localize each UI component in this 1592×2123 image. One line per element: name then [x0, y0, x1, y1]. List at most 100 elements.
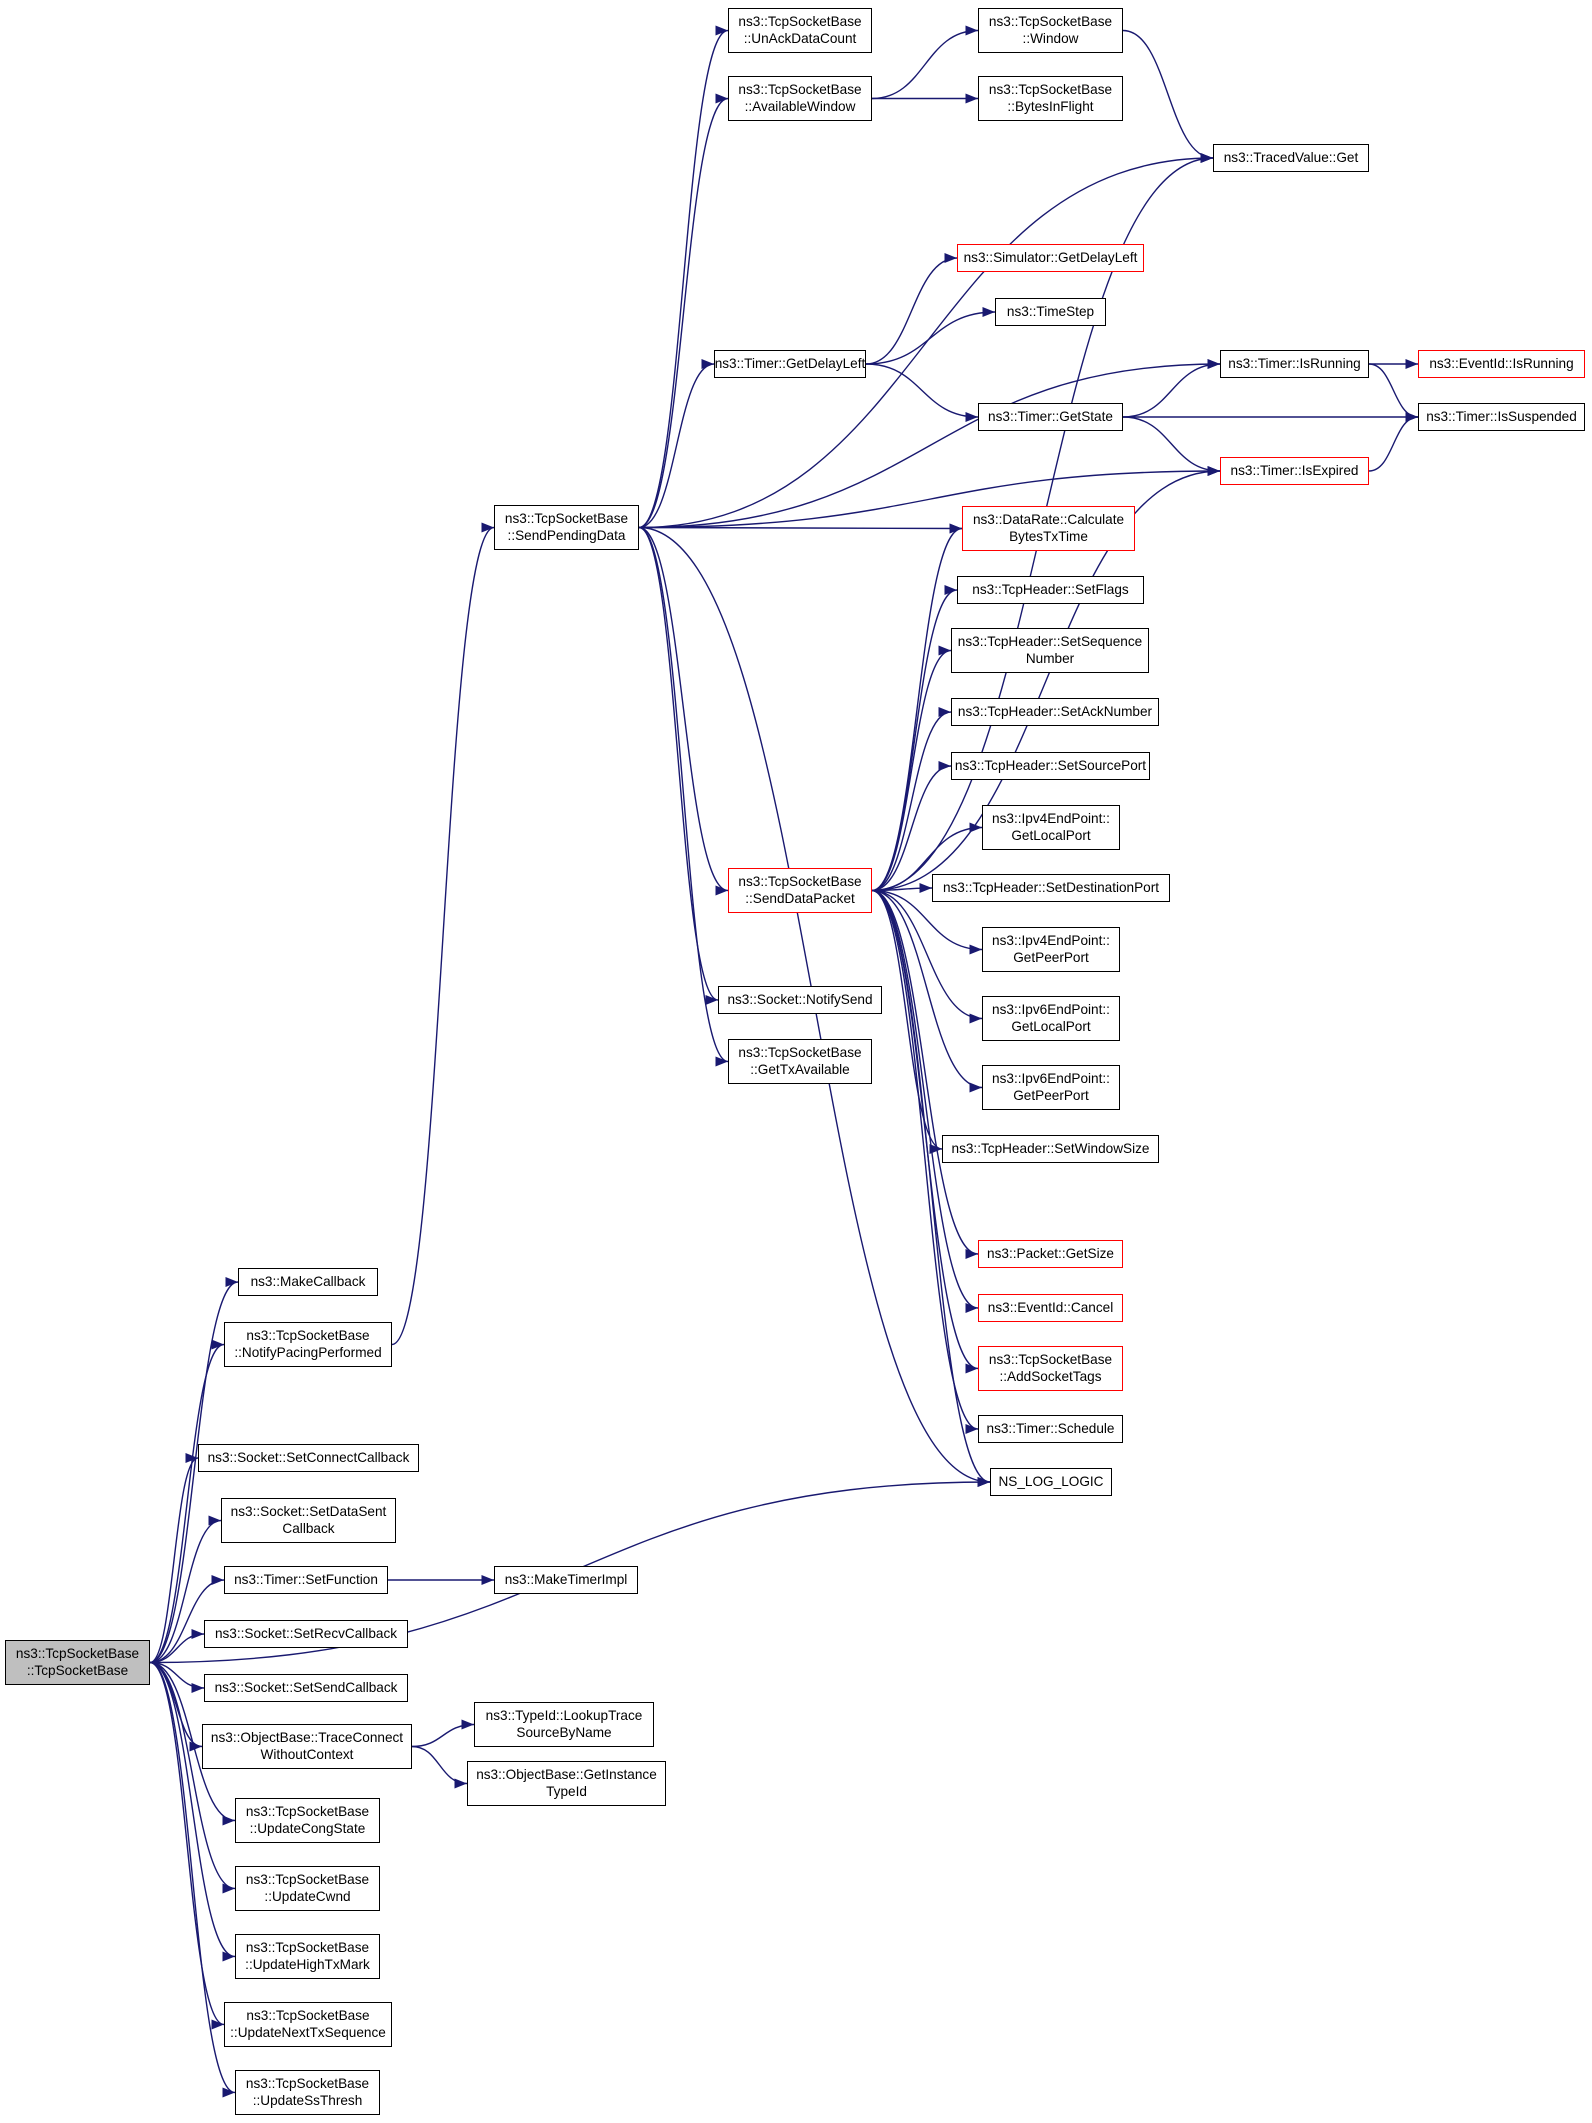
- node-label-line: SourceByName: [516, 1724, 612, 1740]
- node-setflags[interactable]: ns3::TcpHeader::SetFlags: [957, 576, 1144, 604]
- node-label-line: ns3::TcpHeader::SetSequence: [957, 634, 1143, 649]
- node-setwindowsize[interactable]: ns3::TcpHeader::SetWindowSize: [942, 1135, 1159, 1163]
- node-ipv4getpeer[interactable]: ns3::Ipv4EndPoint::GetPeerPort: [982, 927, 1120, 972]
- node-label-line: ns3::Socket::SetRecvCallback: [214, 1625, 398, 1641]
- node-label-line: ns3::Timer::GetState: [988, 408, 1113, 424]
- node-label-line: ns3::Ipv6EndPoint::: [992, 1071, 1110, 1086]
- node-availablewindow[interactable]: ns3::TcpSocketBase::AvailableWindow: [728, 76, 872, 121]
- node-addsockettags[interactable]: ns3::TcpSocketBase::AddSocketTags: [978, 1346, 1123, 1391]
- edge-sendpending-to-tracedvalueget: [638, 152, 1214, 529]
- node-makecallback[interactable]: ns3::MakeCallback: [238, 1268, 378, 1296]
- node-notifysend[interactable]: ns3::Socket::NotifySend: [718, 986, 882, 1014]
- node-label-line: ns3::TcpSocketBase: [245, 1872, 370, 1887]
- node-updatehightx[interactable]: ns3::TcpSocketBase::UpdateHighTxMark: [235, 1934, 380, 1979]
- edge-sendpacket-to-setacknum: [871, 707, 952, 892]
- node-label-line: ::AvailableWindow: [744, 98, 856, 114]
- node-label-line: ::UpdateSsThresh: [252, 2092, 363, 2108]
- node-timerissuspended[interactable]: ns3::Timer::IsSuspended: [1418, 403, 1585, 431]
- node-updatecongstate[interactable]: ns3::TcpSocketBase::UpdateCongState: [235, 1798, 380, 1843]
- edge-sendpending-to-timerisexpired: [638, 465, 1221, 529]
- node-setsendcb[interactable]: ns3::Socket::SetSendCallback: [204, 1674, 408, 1702]
- node-label-line: ns3::ObjectBase::TraceConnect: [210, 1730, 404, 1745]
- node-label-line: WithoutContext: [260, 1746, 354, 1762]
- node-maketimerimpl[interactable]: ns3::MakeTimerImpl: [494, 1566, 638, 1594]
- node-label-line: ::UpdateNextTxSequence: [230, 2024, 386, 2040]
- node-window[interactable]: ns3::TcpSocketBase::Window: [978, 8, 1123, 53]
- node-simgetdelayleft[interactable]: ns3::Simulator::GetDelayLeft: [957, 244, 1144, 272]
- node-packetgetsize[interactable]: ns3::Packet::GetSize: [978, 1240, 1123, 1268]
- node-label-line: ns3::TcpSocketBase: [246, 1328, 370, 1343]
- node-label-line: ns3::Simulator::GetDelayLeft: [963, 249, 1138, 265]
- edge-sendpending-to-availablewindow: [638, 93, 729, 529]
- node-label-line: ns3::Timer::IsExpired: [1230, 462, 1359, 478]
- node-label-line: ::SendDataPacket: [745, 890, 855, 906]
- node-eventcancel[interactable]: ns3::EventId::Cancel: [978, 1294, 1123, 1322]
- edge-traceconnect-to-lookuptrace: [411, 1719, 475, 1748]
- node-ipv4getlocal[interactable]: ns3::Ipv4EndPoint::GetLocalPort: [982, 805, 1120, 850]
- node-label-line: ns3::EventId::Cancel: [987, 1299, 1114, 1315]
- node-label-line: ns3::MakeCallback: [250, 1273, 366, 1289]
- node-timergetdelayleft[interactable]: ns3::Timer::GetDelayLeft: [714, 350, 866, 378]
- node-nsloglogic[interactable]: NS_LOG_LOGIC: [990, 1468, 1112, 1496]
- node-gettxavailable[interactable]: ns3::TcpSocketBase::GetTxAvailable: [728, 1039, 872, 1084]
- node-timerisrunning[interactable]: ns3::Timer::IsRunning: [1220, 350, 1369, 378]
- node-eventisrunning[interactable]: ns3::EventId::IsRunning: [1418, 350, 1585, 378]
- edge-sendpacket-to-setsrcport: [871, 760, 952, 892]
- node-label-line: Number: [1025, 650, 1075, 666]
- node-updatessthresh[interactable]: ns3::TcpSocketBase::UpdateSsThresh: [235, 2070, 380, 2115]
- node-updatenexttx[interactable]: ns3::TcpSocketBase::UpdateNextTxSequence: [224, 2002, 392, 2047]
- node-label-line: ns3::TcpSocketBase: [738, 82, 862, 97]
- node-setrecvcb[interactable]: ns3::Socket::SetRecvCallback: [204, 1620, 408, 1648]
- node-setconnectcb[interactable]: ns3::Socket::SetConnectCallback: [198, 1444, 419, 1472]
- edge-sendpending-to-timerisrunning: [638, 358, 1221, 529]
- edge-sendpacket-to-ipv4getpeer: [871, 889, 983, 955]
- node-label-line: ns3::Socket::SetDataSent: [230, 1504, 387, 1519]
- node-updatecwnd[interactable]: ns3::TcpSocketBase::UpdateCwnd: [235, 1866, 380, 1911]
- node-label-line: ns3::ObjectBase::GetInstance: [476, 1767, 657, 1782]
- node-ipv6getpeer[interactable]: ns3::Ipv6EndPoint::GetPeerPort: [982, 1065, 1120, 1110]
- node-label-line: ::AddSocketTags: [999, 1368, 1102, 1384]
- node-sendpacket[interactable]: ns3::TcpSocketBase::SendDataPacket: [728, 868, 872, 913]
- node-setacknum[interactable]: ns3::TcpHeader::SetAckNumber: [951, 698, 1159, 726]
- node-setdstport[interactable]: ns3::TcpHeader::SetDestinationPort: [932, 874, 1170, 902]
- node-label-line: ns3::TcpSocketBase: [738, 874, 862, 889]
- node-label-line: ns3::TcpSocketBase: [245, 1804, 370, 1819]
- node-timestep[interactable]: ns3::TimeStep: [995, 298, 1106, 326]
- node-label-line: ::TcpSocketBase: [26, 1662, 129, 1678]
- node-label-line: ns3::TcpHeader::SetFlags: [972, 581, 1129, 597]
- edge-root-to-updatehightx: [149, 1661, 236, 1962]
- node-setsrcport[interactable]: ns3::TcpHeader::SetSourcePort: [951, 752, 1150, 780]
- node-sendpending[interactable]: ns3::TcpSocketBase::SendPendingData: [494, 505, 639, 550]
- node-label-line: ns3::TcpSocketBase: [988, 14, 1113, 29]
- node-label-line: ns3::EventId::IsRunning: [1429, 355, 1574, 371]
- node-ipv6getlocal[interactable]: ns3::Ipv6EndPoint::GetLocalPort: [982, 996, 1120, 1041]
- node-timerisexpired[interactable]: ns3::Timer::IsExpired: [1220, 457, 1369, 485]
- edge-root-to-updatecongstate: [149, 1661, 236, 1826]
- edge-sendpending-to-gettxavailable: [638, 526, 729, 1067]
- node-label-line: ns3::TcpSocketBase: [988, 1352, 1113, 1367]
- node-label-line: ns3::Ipv6EndPoint::: [992, 1002, 1110, 1017]
- edge-sendpending-to-calcbytes: [638, 523, 963, 534]
- node-getstate[interactable]: ns3::Timer::GetState: [978, 403, 1123, 431]
- edge-root-to-updatenexttx: [149, 1661, 225, 2030]
- node-setfunction[interactable]: ns3::Timer::SetFunction: [224, 1566, 388, 1594]
- edge-root-to-updatessthresh: [149, 1661, 236, 2098]
- node-notifypacing[interactable]: ns3::TcpSocketBase::NotifyPacingPerforme…: [224, 1322, 392, 1367]
- node-unackdatacount[interactable]: ns3::TcpSocketBase::UnAckDataCount: [728, 8, 872, 53]
- edge-sendpacket-to-setflags: [871, 585, 958, 892]
- edge-sendpacket-to-ipv4getlocal: [871, 822, 983, 892]
- node-bytesinflight[interactable]: ns3::TcpSocketBase::BytesInFlight: [978, 76, 1123, 121]
- edge-sendpacket-to-setseqnum: [871, 645, 952, 892]
- node-label-line: ns3::Socket::SetConnectCallback: [207, 1449, 410, 1465]
- node-label-line: ::Window: [1022, 30, 1079, 46]
- node-timerschedule[interactable]: ns3::Timer::Schedule: [978, 1415, 1123, 1443]
- node-label-line: ns3::Timer::SetFunction: [234, 1571, 378, 1587]
- node-label-line: ns3::Ipv4EndPoint::: [992, 933, 1110, 948]
- node-tracedvalueget[interactable]: ns3::TracedValue::Get: [1213, 144, 1369, 172]
